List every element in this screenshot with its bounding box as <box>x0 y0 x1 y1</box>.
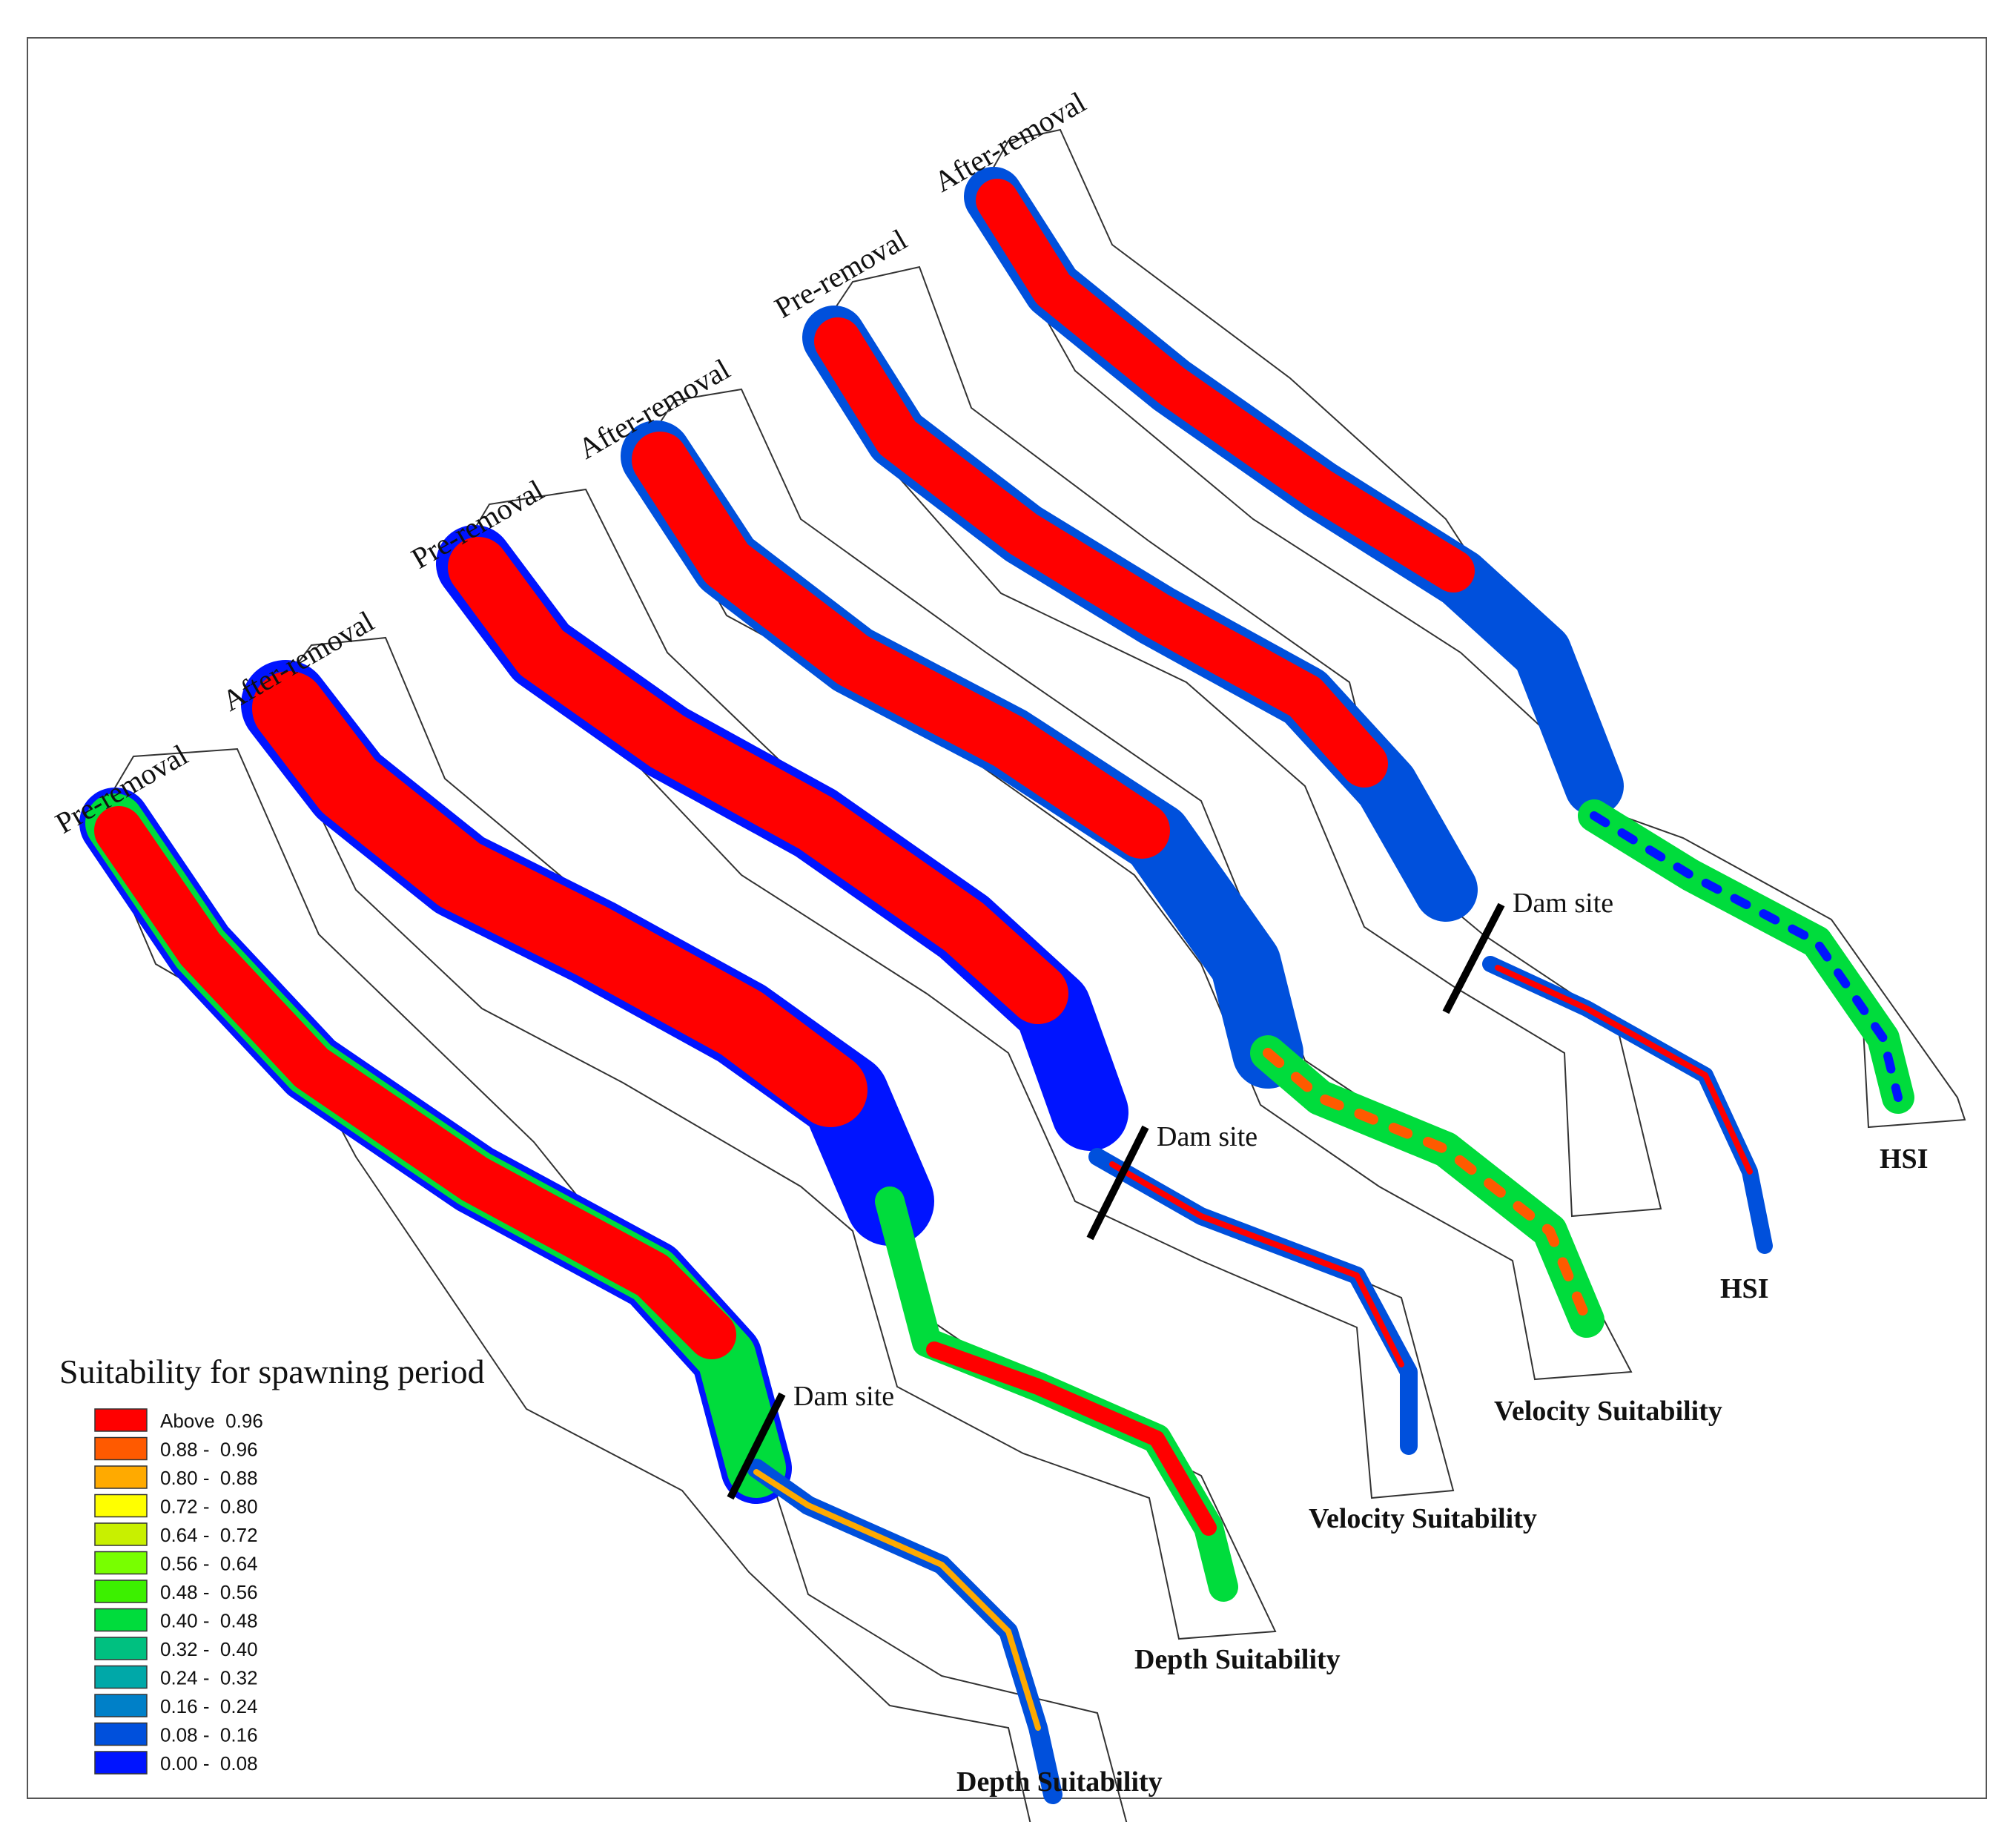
panel-3-variable-label: Velocity Suitability <box>1309 1503 1537 1534</box>
panel-velocity-pre <box>436 488 1455 1499</box>
channel-outline <box>636 388 1633 1381</box>
legend-swatch <box>94 1722 148 1746</box>
panel-hsi-pre <box>802 265 1773 1254</box>
panel-2-variable-label: Depth Suitability <box>1134 1644 1341 1675</box>
dam-site-label-2: Dam site <box>1157 1121 1257 1152</box>
dam-site-marker <box>1086 1125 1149 1241</box>
habitat-spots <box>1263 1048 1592 1325</box>
habitat-core-lower <box>1495 965 1753 1175</box>
panel-6-variable-label: HSI <box>1880 1143 1928 1175</box>
legend-label: 0.08 - 0.16 <box>160 1724 258 1746</box>
channel-outline <box>814 265 1662 1218</box>
legend-label: Above 0.96 <box>160 1410 263 1432</box>
panel-depth-pre <box>79 747 1128 1822</box>
legend-swatch <box>94 1493 148 1518</box>
habitat-core <box>632 432 1170 859</box>
legend-label: 0.64 - 0.72 <box>160 1524 258 1546</box>
habitat-core <box>448 537 1068 1024</box>
habitat-core <box>814 317 1388 788</box>
legend-swatch <box>94 1465 148 1489</box>
panel-4-variable-label: Velocity Suitability <box>1494 1396 1722 1427</box>
dam-site-marker <box>727 1392 786 1500</box>
channel-outline <box>265 636 1277 1640</box>
habitat-spots <box>1590 811 1903 1102</box>
legend-label: 0.88 - 0.96 <box>160 1439 258 1461</box>
legend-swatch <box>94 1408 148 1432</box>
legend-swatch <box>94 1751 148 1775</box>
legend-label: 0.24 - 0.32 <box>160 1667 258 1689</box>
legend-label: 0.80 - 0.88 <box>160 1467 258 1489</box>
panel-depth-after <box>241 636 1277 1640</box>
habitat-core-lower <box>926 1341 1217 1536</box>
dam-site-label-3: Dam site <box>1513 888 1613 919</box>
legend-label: 0.00 - 0.08 <box>160 1752 258 1775</box>
panel-hsi-after <box>964 128 1966 1129</box>
habitat-core <box>976 179 1475 593</box>
dam-site-label-1: Dam site <box>793 1381 894 1412</box>
legend-label: 0.56 - 0.64 <box>160 1553 258 1575</box>
panel-velocity-after <box>621 388 1633 1381</box>
legend: Suitability for spawning period Above 0.… <box>59 1353 485 1775</box>
legend-label: 0.40 - 0.48 <box>160 1610 258 1632</box>
legend-swatch <box>94 1665 148 1689</box>
legend-swatch <box>94 1551 148 1575</box>
legend-swatch <box>94 1637 148 1660</box>
legend-swatch <box>94 1608 148 1632</box>
channel-outline <box>976 128 1966 1129</box>
panel-5-variable-label: HSI <box>1720 1273 1768 1304</box>
channel-outline <box>452 488 1455 1499</box>
legend-label: 0.32 - 0.40 <box>160 1638 258 1660</box>
legend-label: 0.16 - 0.24 <box>160 1695 258 1717</box>
habitat-core <box>252 671 867 1127</box>
habitat-core <box>94 806 736 1359</box>
habitat-band-lower <box>1578 799 1914 1114</box>
legend-swatch <box>94 1694 148 1717</box>
channel-outline <box>93 747 1128 1822</box>
habitat-core-lower <box>1109 1161 1404 1367</box>
legend-label: 0.48 - 0.56 <box>160 1581 258 1603</box>
legend-title: Suitability for spawning period <box>59 1353 485 1390</box>
legend-label: 0.72 - 0.80 <box>160 1496 258 1518</box>
habitat-band-lower <box>1250 1035 1604 1338</box>
panel-1-variable-label: Depth Suitability <box>956 1766 1163 1798</box>
legend-swatch <box>94 1522 148 1546</box>
dam-site-marker <box>1442 902 1505 1014</box>
legend-swatch <box>94 1436 148 1461</box>
habitat-band-lower <box>1088 1148 1418 1455</box>
habitat-band-lower <box>753 1469 1041 1731</box>
legend-swatch <box>94 1580 148 1603</box>
